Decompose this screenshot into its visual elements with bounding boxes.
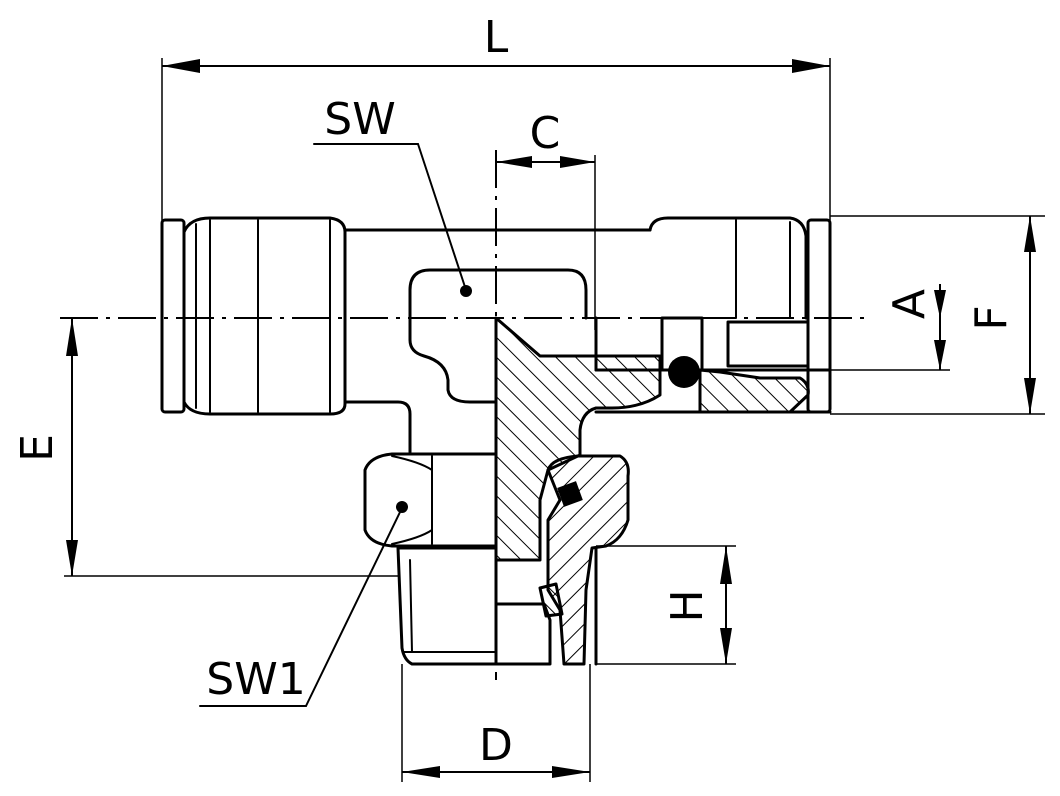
label-f: F: [966, 305, 1017, 330]
leader-sw1: SW1: [199, 501, 408, 707]
threaded-stem: [396, 546, 498, 666]
hex-nut: [363, 452, 498, 548]
dimension-c: C: [496, 108, 596, 330]
section-body: [494, 316, 810, 562]
label-c: C: [530, 108, 561, 159]
dimension-f: F: [830, 215, 1045, 415]
dimension-e: E: [12, 318, 400, 577]
label-d: D: [479, 720, 513, 771]
label-e: E: [12, 434, 63, 462]
tee-body-outline: [343, 228, 652, 454]
right-release-ring: [594, 216, 832, 414]
label-l: L: [484, 12, 509, 63]
left-release-ring: [160, 216, 347, 416]
dimension-l: L: [161, 12, 831, 222]
section-stem: [494, 454, 630, 666]
dimension-d: D: [401, 664, 591, 782]
dimension-a: A: [830, 284, 950, 371]
label-a: A: [884, 289, 935, 319]
label-h: H: [662, 589, 713, 622]
dimension-h: H: [596, 545, 736, 665]
label-sw1: SW1: [206, 654, 305, 705]
label-sw: SW: [324, 94, 395, 145]
leader-sw: SW: [313, 94, 472, 297]
